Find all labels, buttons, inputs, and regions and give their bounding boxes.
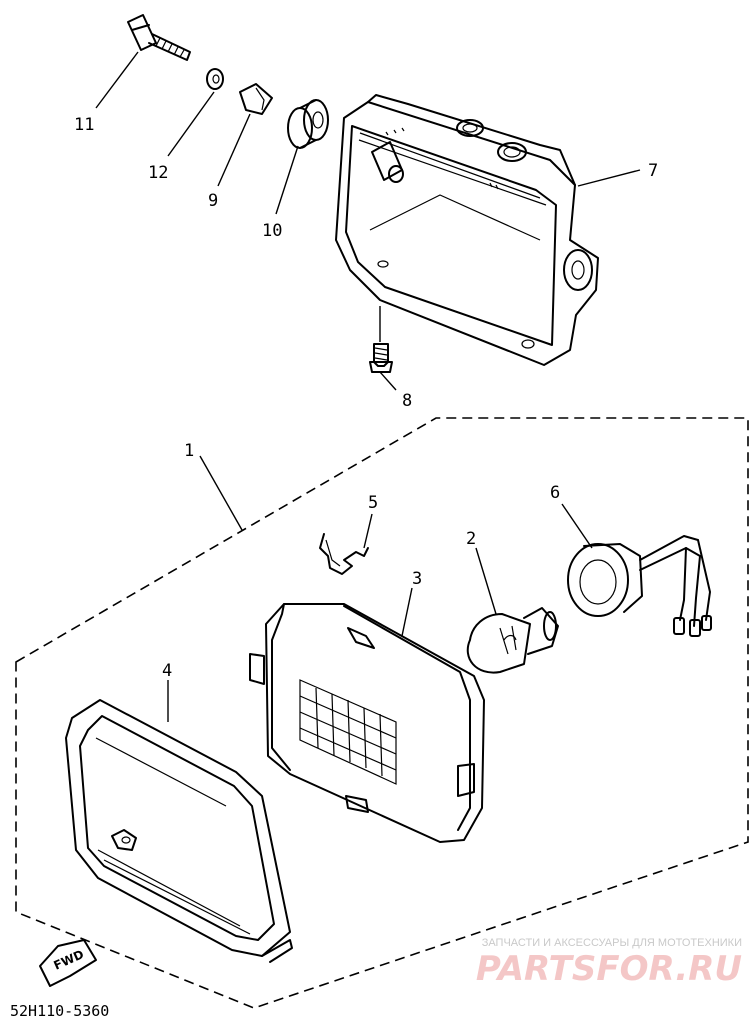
callout-5: 5: [368, 493, 378, 513]
part-5-spring-clip: [319, 533, 369, 575]
callout-12: 12: [148, 163, 168, 183]
leader-lines: [95, 51, 641, 722]
diagram-code: 52H110-5360: [10, 1002, 109, 1020]
fwd-arrow: FWD: [39, 939, 97, 987]
part-11-bolt: [127, 14, 191, 61]
callouts: 11 12 9 10 7 8 1 5 2 6 3 4: [74, 115, 658, 681]
part-12-washer: [206, 68, 224, 90]
callout-2: 2: [466, 529, 476, 549]
part-2-bulb: [466, 607, 559, 674]
callout-1: 1: [184, 441, 194, 461]
part-10-grommet: [287, 99, 329, 149]
part-7-housing: [335, 94, 599, 366]
watermark-logo: PARTSFOR.RU: [476, 949, 742, 989]
callout-3: 3: [412, 569, 422, 589]
assembly-1-outline: [15, 417, 749, 1009]
watermark-tagline: ЗАПЧАСТИ И АКСЕССУАРЫ ДЛЯ МОТОТЕХНИКИ: [482, 937, 742, 949]
part-8-screw: [369, 343, 393, 373]
part-6-socket: [567, 535, 712, 637]
part-3-headlight-unit: [249, 603, 485, 843]
callout-7: 7: [648, 161, 658, 181]
part-4-rim: [65, 699, 293, 963]
callout-8: 8: [402, 391, 412, 411]
callout-6: 6: [550, 483, 560, 503]
callout-9: 9: [208, 191, 218, 211]
callout-10: 10: [262, 221, 282, 241]
watermark: ЗАПЧАСТИ И АКСЕССУАРЫ ДЛЯ МОТОТЕХНИКИ PA…: [476, 937, 742, 989]
callout-11: 11: [74, 115, 94, 135]
callout-4: 4: [162, 661, 172, 681]
part-9-collar: [239, 83, 273, 115]
